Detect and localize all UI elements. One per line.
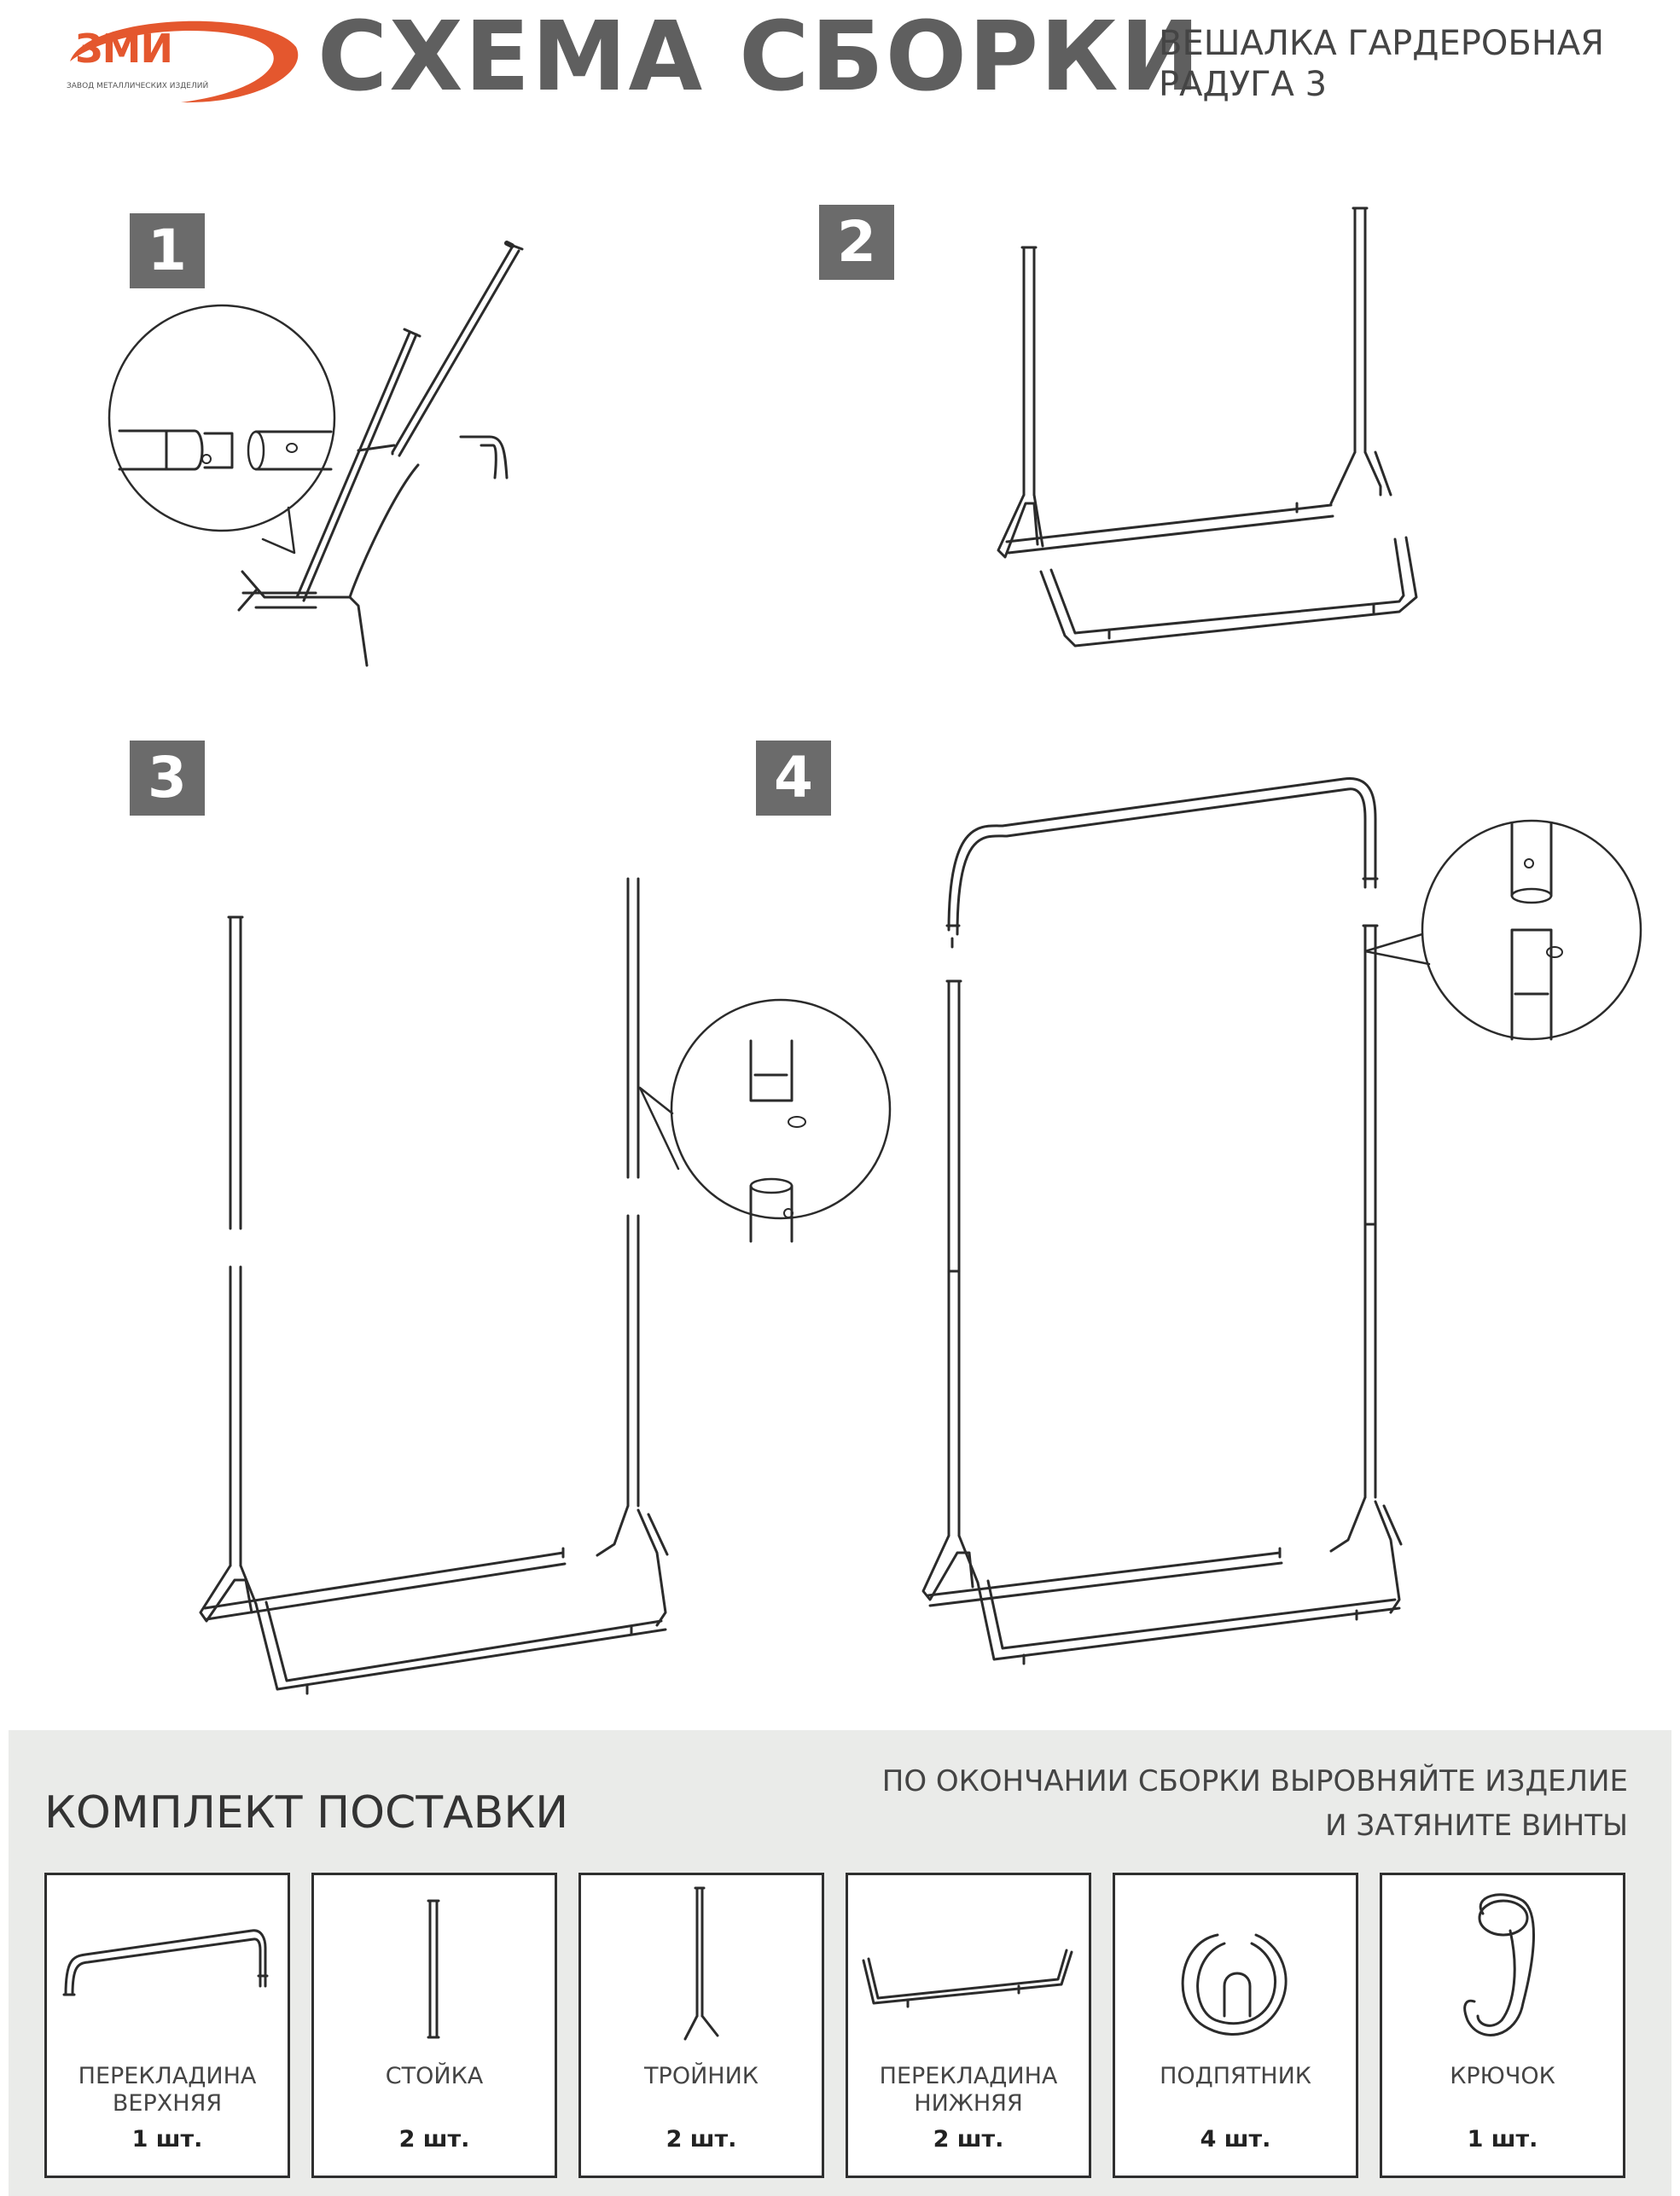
assembly-note-line2: И ЗАТЯНИТЕ ВИНТЫ (1325, 1809, 1628, 1843)
kit-item-post: СТОЙКА 2 шт. (311, 1873, 557, 2178)
kit-item-name: ПЕРЕКЛАДИНА ВЕРХНЯЯ (78, 2063, 257, 2117)
step-1-badge: 1 (130, 213, 205, 288)
kit-item-name: ТРОЙНИК (644, 2063, 759, 2089)
kit-item-name: ПЕРЕКЛАДИНА НИЖНЯЯ (879, 2063, 1058, 2117)
logo-text: ЗМИ (75, 26, 173, 72)
kit-item-hook: КРЮЧОК 1 шт. (1380, 1873, 1625, 2178)
step-4-diagram (921, 777, 1642, 1665)
kit-item-top-crossbar: ПЕРЕКЛАДИНА ВЕРХНЯЯ 1 шт. (44, 1873, 290, 2178)
tee-icon (683, 1886, 719, 2041)
product-name-line2: РАДУГА 3 (1159, 65, 1328, 104)
kit-item-name: ПОДПЯТНИК (1160, 2063, 1311, 2089)
step-1-diagram (108, 241, 524, 667)
kit-item-qty: 2 шт. (398, 2126, 470, 2152)
kit-item-name: КРЮЧОК (1450, 2063, 1555, 2089)
assembly-note-line1: ПО ОКОНЧАНИИ СБОРКИ ВЫРОВНЯЙТЕ ИЗДЕЛИЕ (881, 1764, 1628, 1798)
step-2-badge: 2 (819, 205, 894, 280)
kit-item-qty: 4 шт. (1200, 2126, 1271, 2152)
hook-icon (1463, 1893, 1535, 2036)
kit-item-foot-cap: ПОДПЯТНИК 4 шт. (1113, 1873, 1358, 2178)
foot-cap-icon (1181, 1933, 1288, 2036)
bottom-crossbar-icon (862, 1949, 1073, 2008)
step-4-badge: 4 (756, 741, 831, 816)
kit-item-bottom-crossbar: ПЕРЕКЛАДИНА НИЖНЯЯ 2 шт. (846, 1873, 1091, 2178)
kit-item-qty: 2 шт. (933, 2126, 1004, 2152)
step-3-badge: 3 (130, 741, 205, 816)
page-title: СХЕМА СБОРКИ (317, 2, 1202, 113)
post-icon (427, 1899, 440, 2039)
kit-item-qty: 1 шт. (1467, 2126, 1538, 2152)
kit-title: КОМПЛЕКТ ПОСТАВКИ (44, 1787, 569, 1839)
product-name-line1: ВЕШАЛКА ГАРДЕРОБНАЯ (1159, 24, 1605, 63)
step-2-diagram (997, 206, 1418, 648)
kit-item-tee: ТРОЙНИК 2 шт. (578, 1873, 824, 2178)
top-crossbar-icon (62, 1929, 269, 1996)
kit-item-qty: 1 шт. (131, 2126, 203, 2152)
step-3-diagram (199, 877, 892, 1695)
kit-item-qty: 2 шт. (666, 2126, 737, 2152)
logo-subtitle: ЗАВОД МЕТАЛЛИЧЕСКИХ ИЗДЕЛИЙ (67, 82, 209, 90)
kit-item-name: СТОЙКА (385, 2063, 484, 2089)
